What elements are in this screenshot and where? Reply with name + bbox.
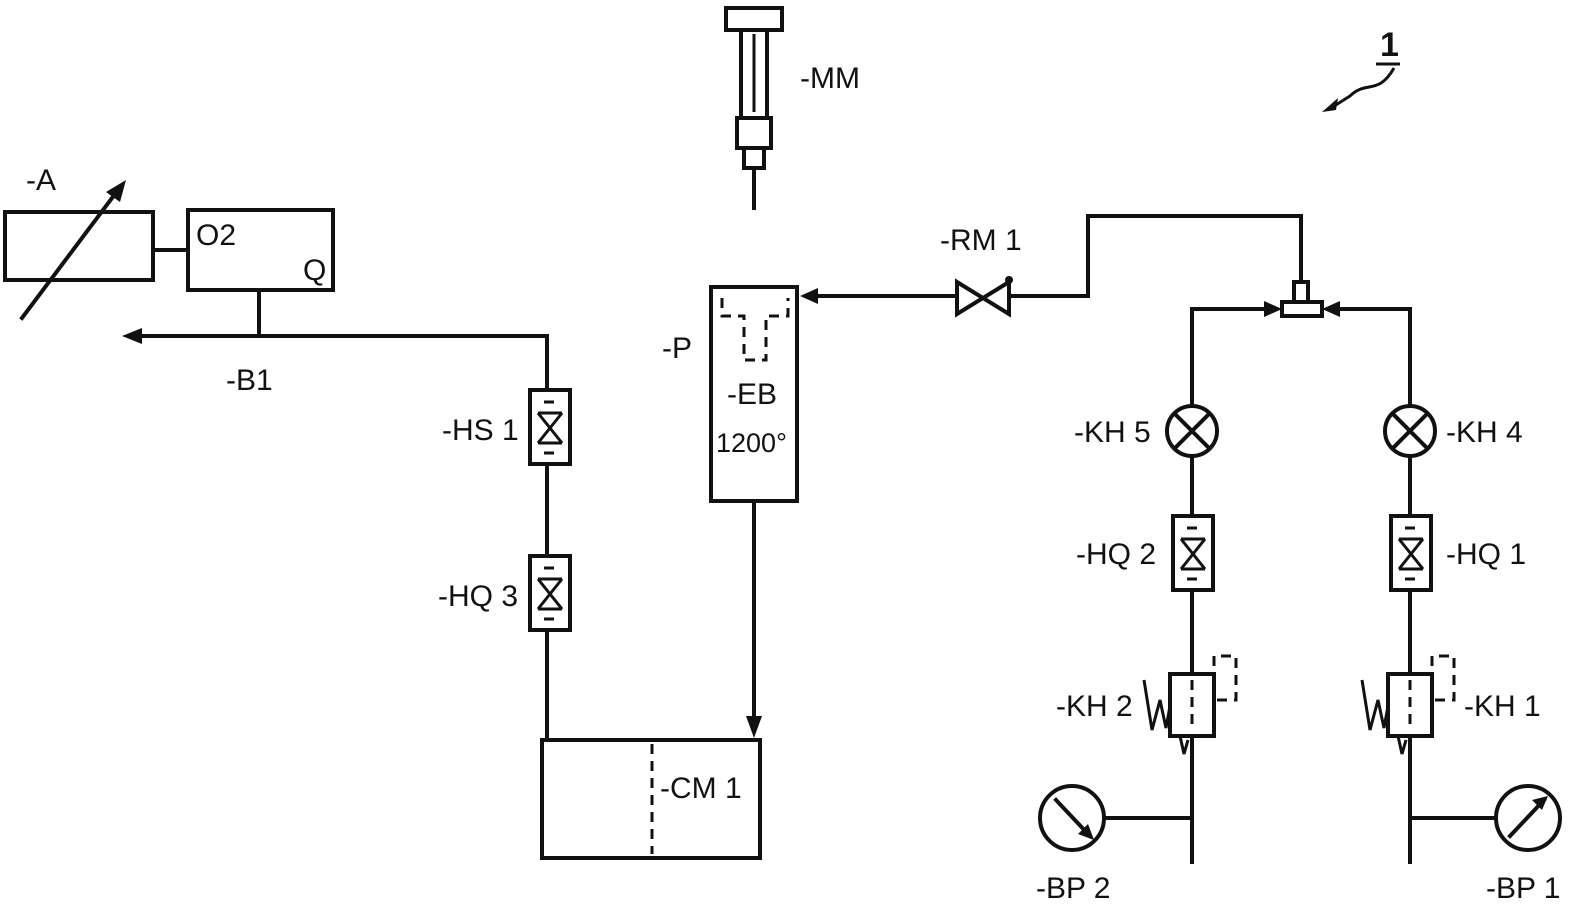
pyrolysis-eb-label: -EB [727, 378, 777, 411]
flow-arrow-icon [746, 716, 762, 738]
valve-kh5: -KH 5 [1074, 404, 1219, 458]
reference-numeral: 1 [1322, 26, 1400, 112]
valve-rm1-label: -RM 1 [940, 224, 1022, 257]
filter-hq3: -HQ 3 [438, 554, 572, 632]
gauge-bp1: -BP 1 [1486, 784, 1562, 905]
branch-b1-label: -B1 [226, 364, 273, 397]
tee-junction [1280, 280, 1324, 318]
filter-hq1-label: -HQ 1 [1446, 538, 1526, 571]
tee-right-arrow-icon [1322, 301, 1340, 317]
inlet-arrow-icon [800, 288, 818, 304]
filter-hq2: -HQ 2 [1076, 514, 1215, 592]
tee-left-arrow-icon [1264, 301, 1282, 317]
probe-mm-label: -MM [800, 62, 860, 95]
reducer-kh1: -KH 1 [1360, 654, 1541, 755]
o2-label: O2 [196, 219, 236, 252]
reducer-kh1-label: -KH 1 [1464, 690, 1541, 723]
measuring-probe-mm: -MM [724, 6, 860, 210]
pyrolysis-temperature: 1200° [716, 428, 787, 458]
filter-hs1-label: -HS 1 [442, 414, 519, 447]
filter-hq1: -HQ 1 [1389, 514, 1526, 592]
filter-hq2-label: -HQ 2 [1076, 538, 1156, 571]
module-cm1-label: -CM 1 [660, 772, 742, 805]
reducer-kh2: -KH 2 [1056, 654, 1238, 755]
valve-kh5-label: -KH 5 [1074, 416, 1151, 449]
q-label: Q [303, 254, 326, 287]
module-cm1: -CM 1 [540, 738, 762, 860]
analyzer-unit: -A [3, 164, 155, 321]
gauge-bp2-label: -BP 2 [1036, 872, 1111, 905]
valve-kh4: -KH 4 [1383, 404, 1523, 458]
filter-hq3-label: -HQ 3 [438, 580, 518, 613]
gauge-bp1-label: -BP 1 [1486, 872, 1561, 905]
pyrolysis-p-label: -P [662, 332, 692, 365]
analyzer-label: -A [26, 164, 56, 197]
valve-kh4-label: -KH 4 [1446, 416, 1523, 449]
filter-hs1: -HS 1 [442, 388, 572, 466]
pyrolysis-furnace: -P -EB 1200° [662, 285, 799, 503]
gauge-bp2: -BP 2 [1036, 784, 1111, 905]
valve-rm1: -RM 1 [940, 224, 1022, 318]
reference-numeral-text: 1 [1380, 26, 1399, 64]
reducer-kh2-label: -KH 2 [1056, 690, 1133, 723]
outlet-arrow-icon [122, 328, 142, 344]
o2-sensor-box: O2 Q [186, 208, 335, 292]
